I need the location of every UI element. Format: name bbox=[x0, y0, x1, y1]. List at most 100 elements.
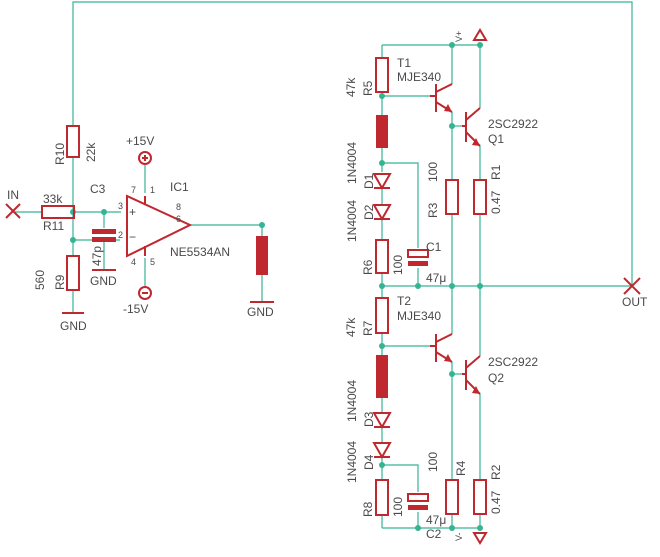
r6-label: R6 bbox=[361, 259, 375, 275]
r3-value: 100 bbox=[426, 162, 440, 182]
d2-diode-icon bbox=[372, 204, 392, 222]
in-terminal-icon bbox=[5, 203, 21, 219]
r4-value: 100 bbox=[426, 452, 440, 472]
d4-label: D4 bbox=[362, 454, 376, 470]
ic1-label: IC1 bbox=[170, 180, 189, 194]
c1-label: C1 bbox=[426, 240, 442, 254]
q2-label: Q2 bbox=[488, 371, 504, 385]
c3-value: 47p bbox=[90, 246, 104, 266]
r7-resistor bbox=[375, 297, 389, 334]
t1-transistor-icon bbox=[430, 83, 453, 113]
d2-label: D2 bbox=[362, 204, 376, 220]
r9-resistor bbox=[66, 255, 80, 291]
d2-value: 1N4004 bbox=[345, 200, 359, 242]
plus15v-supply-icon bbox=[138, 151, 152, 165]
q2-value: 2SC2922 bbox=[488, 355, 538, 369]
r11-value: 33k bbox=[43, 192, 63, 206]
r6-resistor bbox=[375, 239, 389, 274]
pin3-label: 3 bbox=[118, 201, 123, 211]
r8-value: 100 bbox=[391, 497, 405, 517]
op-amp-ic1 bbox=[126, 194, 193, 258]
thermal-block-top bbox=[376, 115, 388, 148]
d1-diode-icon bbox=[372, 173, 392, 191]
c1-value: 47μ bbox=[426, 271, 446, 285]
ic1-value: NE5534AN bbox=[170, 245, 230, 259]
vplus-flag-icon bbox=[472, 28, 488, 41]
opamp-plus-sign: + bbox=[129, 205, 136, 219]
r1-label: R1 bbox=[489, 164, 503, 180]
r4-label: R4 bbox=[454, 460, 468, 476]
thermal-block-bottom bbox=[376, 355, 388, 398]
r2-label: R2 bbox=[489, 464, 503, 480]
vplus-label: V+ bbox=[454, 31, 464, 42]
pin4-label: 4 bbox=[131, 257, 136, 267]
r2-value: 0.47 bbox=[489, 490, 503, 514]
r9-label: R9 bbox=[53, 274, 67, 290]
r3-resistor bbox=[445, 179, 459, 215]
t1-value: MJE340 bbox=[397, 70, 441, 84]
r8-resistor bbox=[375, 479, 389, 516]
r8-label: R8 bbox=[361, 501, 375, 517]
r10-value: 22k bbox=[84, 142, 98, 162]
gnd-c3-label: GND bbox=[90, 274, 117, 288]
d1-label: D1 bbox=[362, 173, 376, 189]
d3-value: 1N4004 bbox=[345, 380, 359, 422]
out-label: OUT bbox=[622, 295, 648, 309]
r7-label: R7 bbox=[361, 320, 375, 336]
pin5-label: 5 bbox=[150, 257, 155, 267]
vminus-flag-icon bbox=[472, 532, 488, 545]
c3-capacitor bbox=[92, 229, 116, 242]
pin2-label: 2 bbox=[118, 230, 123, 240]
c2-value: 47μ bbox=[426, 513, 446, 527]
r2-resistor bbox=[473, 479, 487, 515]
c2-label: C2 bbox=[426, 527, 442, 541]
r7-value: 47k bbox=[344, 317, 358, 337]
load-block bbox=[256, 236, 268, 275]
r3-label: R3 bbox=[426, 202, 440, 218]
r11-resistor bbox=[41, 205, 75, 219]
r5-value: 47k bbox=[344, 77, 358, 97]
gnd-out-label: GND bbox=[247, 305, 274, 319]
opamp-minus-sign: − bbox=[129, 230, 136, 244]
d3-label: D3 bbox=[362, 411, 376, 427]
minus15v-label: -15V bbox=[123, 302, 148, 316]
q1-transistor-icon bbox=[462, 107, 481, 147]
t2-label: T2 bbox=[397, 294, 411, 308]
c1-capacitor bbox=[407, 249, 429, 266]
minus15v-supply-icon bbox=[138, 286, 152, 300]
pin8-label: 8 bbox=[176, 202, 181, 212]
r10-resistor bbox=[66, 125, 80, 158]
pin7-label: 7 bbox=[131, 185, 136, 195]
d4-diode-icon bbox=[372, 442, 392, 460]
vminus-label: V- bbox=[454, 532, 464, 541]
r1-value: 0.47 bbox=[489, 190, 503, 214]
r10-label: R10 bbox=[53, 143, 67, 165]
r4-resistor bbox=[445, 479, 459, 515]
r5-label: R5 bbox=[361, 80, 375, 96]
in-label: IN bbox=[7, 188, 19, 202]
c2-capacitor bbox=[407, 493, 429, 510]
r9-value: 560 bbox=[33, 270, 47, 290]
gnd-r9-label: GND bbox=[60, 319, 87, 333]
labels: IN OUT R10 22k 33k R11 560 R9 GND C3 47p… bbox=[7, 31, 648, 541]
q1-label: Q1 bbox=[488, 132, 504, 146]
plus15v-label: +15V bbox=[126, 134, 154, 148]
q2-transistor-icon bbox=[462, 355, 481, 395]
r1-resistor bbox=[473, 179, 487, 215]
q1-value: 2SC2922 bbox=[488, 117, 538, 131]
t1-label: T1 bbox=[397, 56, 411, 70]
r5-resistor bbox=[375, 57, 389, 93]
r11-label: R11 bbox=[43, 219, 64, 233]
c3-label: C3 bbox=[90, 182, 106, 196]
pin1-label: 1 bbox=[150, 185, 155, 195]
d1-value: 1N4004 bbox=[345, 142, 359, 184]
out-terminal-icon bbox=[623, 277, 641, 295]
d4-value: 1N4004 bbox=[345, 441, 359, 483]
t2-transistor-icon bbox=[430, 333, 453, 363]
junctions bbox=[70, 42, 483, 531]
wires bbox=[14, 1, 633, 529]
t2-value: MJE340 bbox=[397, 309, 441, 323]
pin6-label: 6 bbox=[176, 214, 181, 224]
d3-diode-icon bbox=[372, 412, 392, 430]
